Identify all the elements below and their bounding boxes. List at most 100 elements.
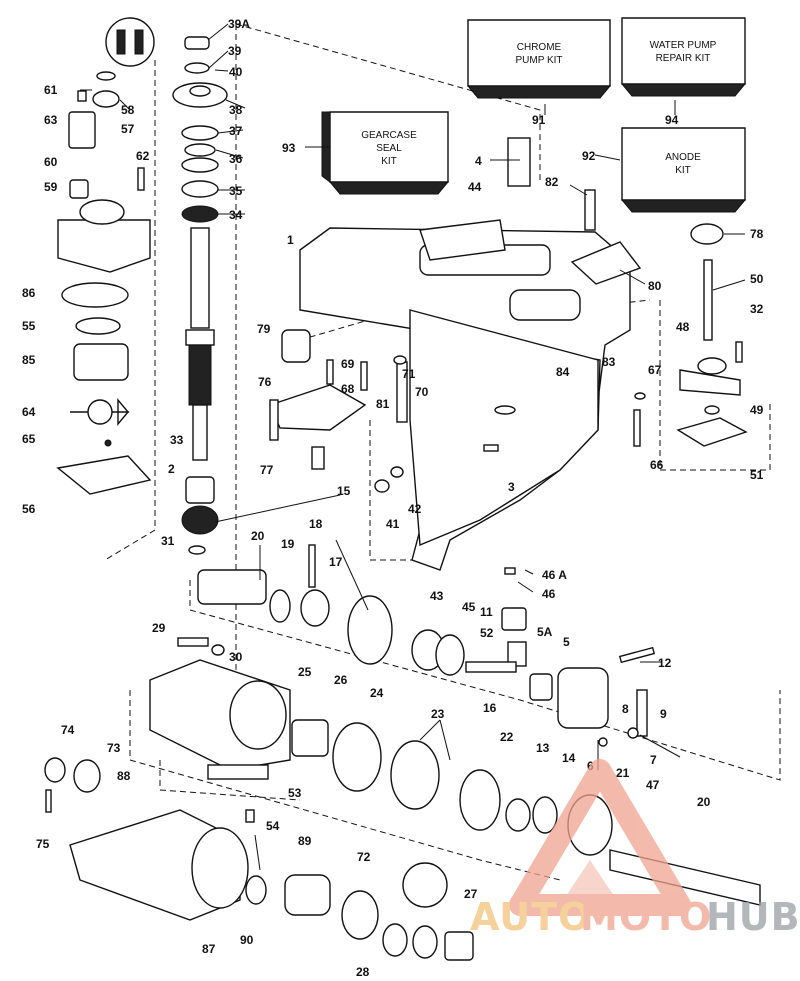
part-label: 2 — [168, 462, 175, 476]
part-label: 38 — [229, 103, 243, 117]
part-label: 64 — [22, 405, 36, 419]
kit-text: WATER PUMP — [650, 40, 717, 51]
part-number-labels: 39A 39 40 38 37 36 35 34 61 58 57 63 62 … — [22, 17, 764, 979]
kit-water-pump-repair: WATER PUMP REPAIR KIT — [620, 17, 747, 97]
part-label: 81 — [376, 397, 390, 411]
part-label: 47 — [646, 778, 660, 792]
part-label: 60 — [44, 155, 58, 169]
part-label: 55 — [22, 319, 36, 333]
part-label: 29 — [152, 621, 166, 635]
part-label: 9 — [660, 707, 667, 721]
watermark-part1: AUTO — [470, 895, 591, 939]
kit-anode: ANODE KIT — [620, 127, 747, 213]
part-label: 30 — [229, 650, 243, 664]
part-label: 13 — [536, 741, 550, 755]
kit-text: KIT — [675, 165, 691, 176]
part-label: 50 — [750, 272, 764, 286]
part-label: 79 — [257, 322, 271, 336]
part-label: 37 — [229, 124, 243, 138]
gearcase-housing — [281, 137, 642, 571]
part-label: 61 — [44, 83, 58, 97]
part-label: 18 — [309, 517, 323, 531]
part-label: 51 — [750, 468, 764, 482]
part-label: 39 — [228, 44, 242, 58]
part-label: 69 — [341, 357, 355, 371]
leader-lines — [80, 23, 746, 871]
kit-text: KIT — [381, 156, 397, 167]
kit-text: REPAIR KIT — [656, 53, 711, 64]
part-label: 54 — [266, 819, 280, 833]
assembly-dashed-lines — [104, 23, 781, 881]
part-label: 90 — [240, 933, 254, 947]
part-label: 39A — [228, 17, 250, 31]
kit-number-label: 93 — [282, 141, 296, 155]
part-label: 80 — [648, 279, 662, 293]
part-label: 31 — [161, 534, 175, 548]
propeller-parts — [44, 757, 474, 961]
watermark-logo: AUTO MOTO HUB — [470, 759, 800, 939]
part-label: 75 — [36, 837, 50, 851]
part-label: 44 — [468, 180, 482, 194]
watermark-part3: HUB — [706, 895, 800, 939]
driveshaft-column-parts — [105, 17, 228, 555]
part-label: 78 — [750, 227, 764, 241]
part-label: 82 — [545, 175, 559, 189]
right-side-parts — [633, 223, 748, 447]
part-label: 46 A — [542, 568, 567, 582]
part-label: 15 — [337, 484, 351, 498]
part-label: 76 — [258, 375, 272, 389]
part-label: 32 — [750, 302, 764, 316]
part-label: 12 — [658, 656, 672, 670]
part-label: 89 — [298, 834, 312, 848]
part-label: 5 — [563, 635, 570, 649]
part-label: 59 — [44, 180, 58, 194]
part-label: 4 — [475, 154, 482, 168]
kit-number-label: 92 — [582, 149, 596, 163]
part-label: 68 — [341, 382, 355, 396]
part-label: 56 — [22, 502, 36, 516]
kit-gearcase-seal: GEARCASE SEAL KIT — [321, 111, 450, 195]
part-label: 73 — [107, 741, 121, 755]
part-label: 42 — [408, 502, 422, 516]
kit-text: CHROME — [517, 42, 562, 53]
kit-text: PUMP KIT — [515, 55, 562, 66]
part-label: 41 — [386, 517, 400, 531]
part-label: 23 — [431, 707, 445, 721]
part-label: 24 — [370, 686, 384, 700]
part-label: 27 — [464, 887, 478, 901]
part-label: 57 — [121, 122, 135, 136]
part-label: 43 — [430, 589, 444, 603]
part-label: 63 — [44, 113, 58, 127]
part-label: 28 — [356, 965, 370, 979]
part-label: 33 — [170, 433, 184, 447]
part-label: 74 — [61, 723, 75, 737]
kit-chrome-pump: CHROME PUMP KIT — [466, 19, 612, 99]
part-label: 3 — [508, 480, 515, 494]
part-label: 25 — [298, 665, 312, 679]
part-label: 16 — [483, 701, 497, 715]
part-label: 20 — [251, 529, 265, 543]
kit-number-label: 94 — [665, 113, 679, 127]
part-label: 53 — [288, 786, 302, 800]
part-label: 85 — [22, 353, 36, 367]
part-label: 87 — [202, 942, 216, 956]
kit-text: SEAL — [376, 143, 402, 154]
part-label: 22 — [500, 730, 514, 744]
part-label: 5A — [537, 625, 553, 639]
part-label: 17 — [329, 555, 343, 569]
part-label: 45 — [462, 600, 476, 614]
part-label: 35 — [229, 184, 243, 198]
part-label: 21 — [616, 766, 630, 780]
part-label: 58 — [121, 103, 135, 117]
part-label: 36 — [229, 152, 243, 166]
part-label: 72 — [357, 850, 371, 864]
kit-text: GEARCASE — [361, 130, 417, 141]
center-parts — [269, 355, 516, 575]
part-label: 11 — [480, 605, 493, 619]
part-label: 86 — [22, 286, 36, 300]
part-label: 8 — [622, 702, 629, 716]
part-label: 65 — [22, 432, 36, 446]
part-label: 66 — [650, 458, 664, 472]
